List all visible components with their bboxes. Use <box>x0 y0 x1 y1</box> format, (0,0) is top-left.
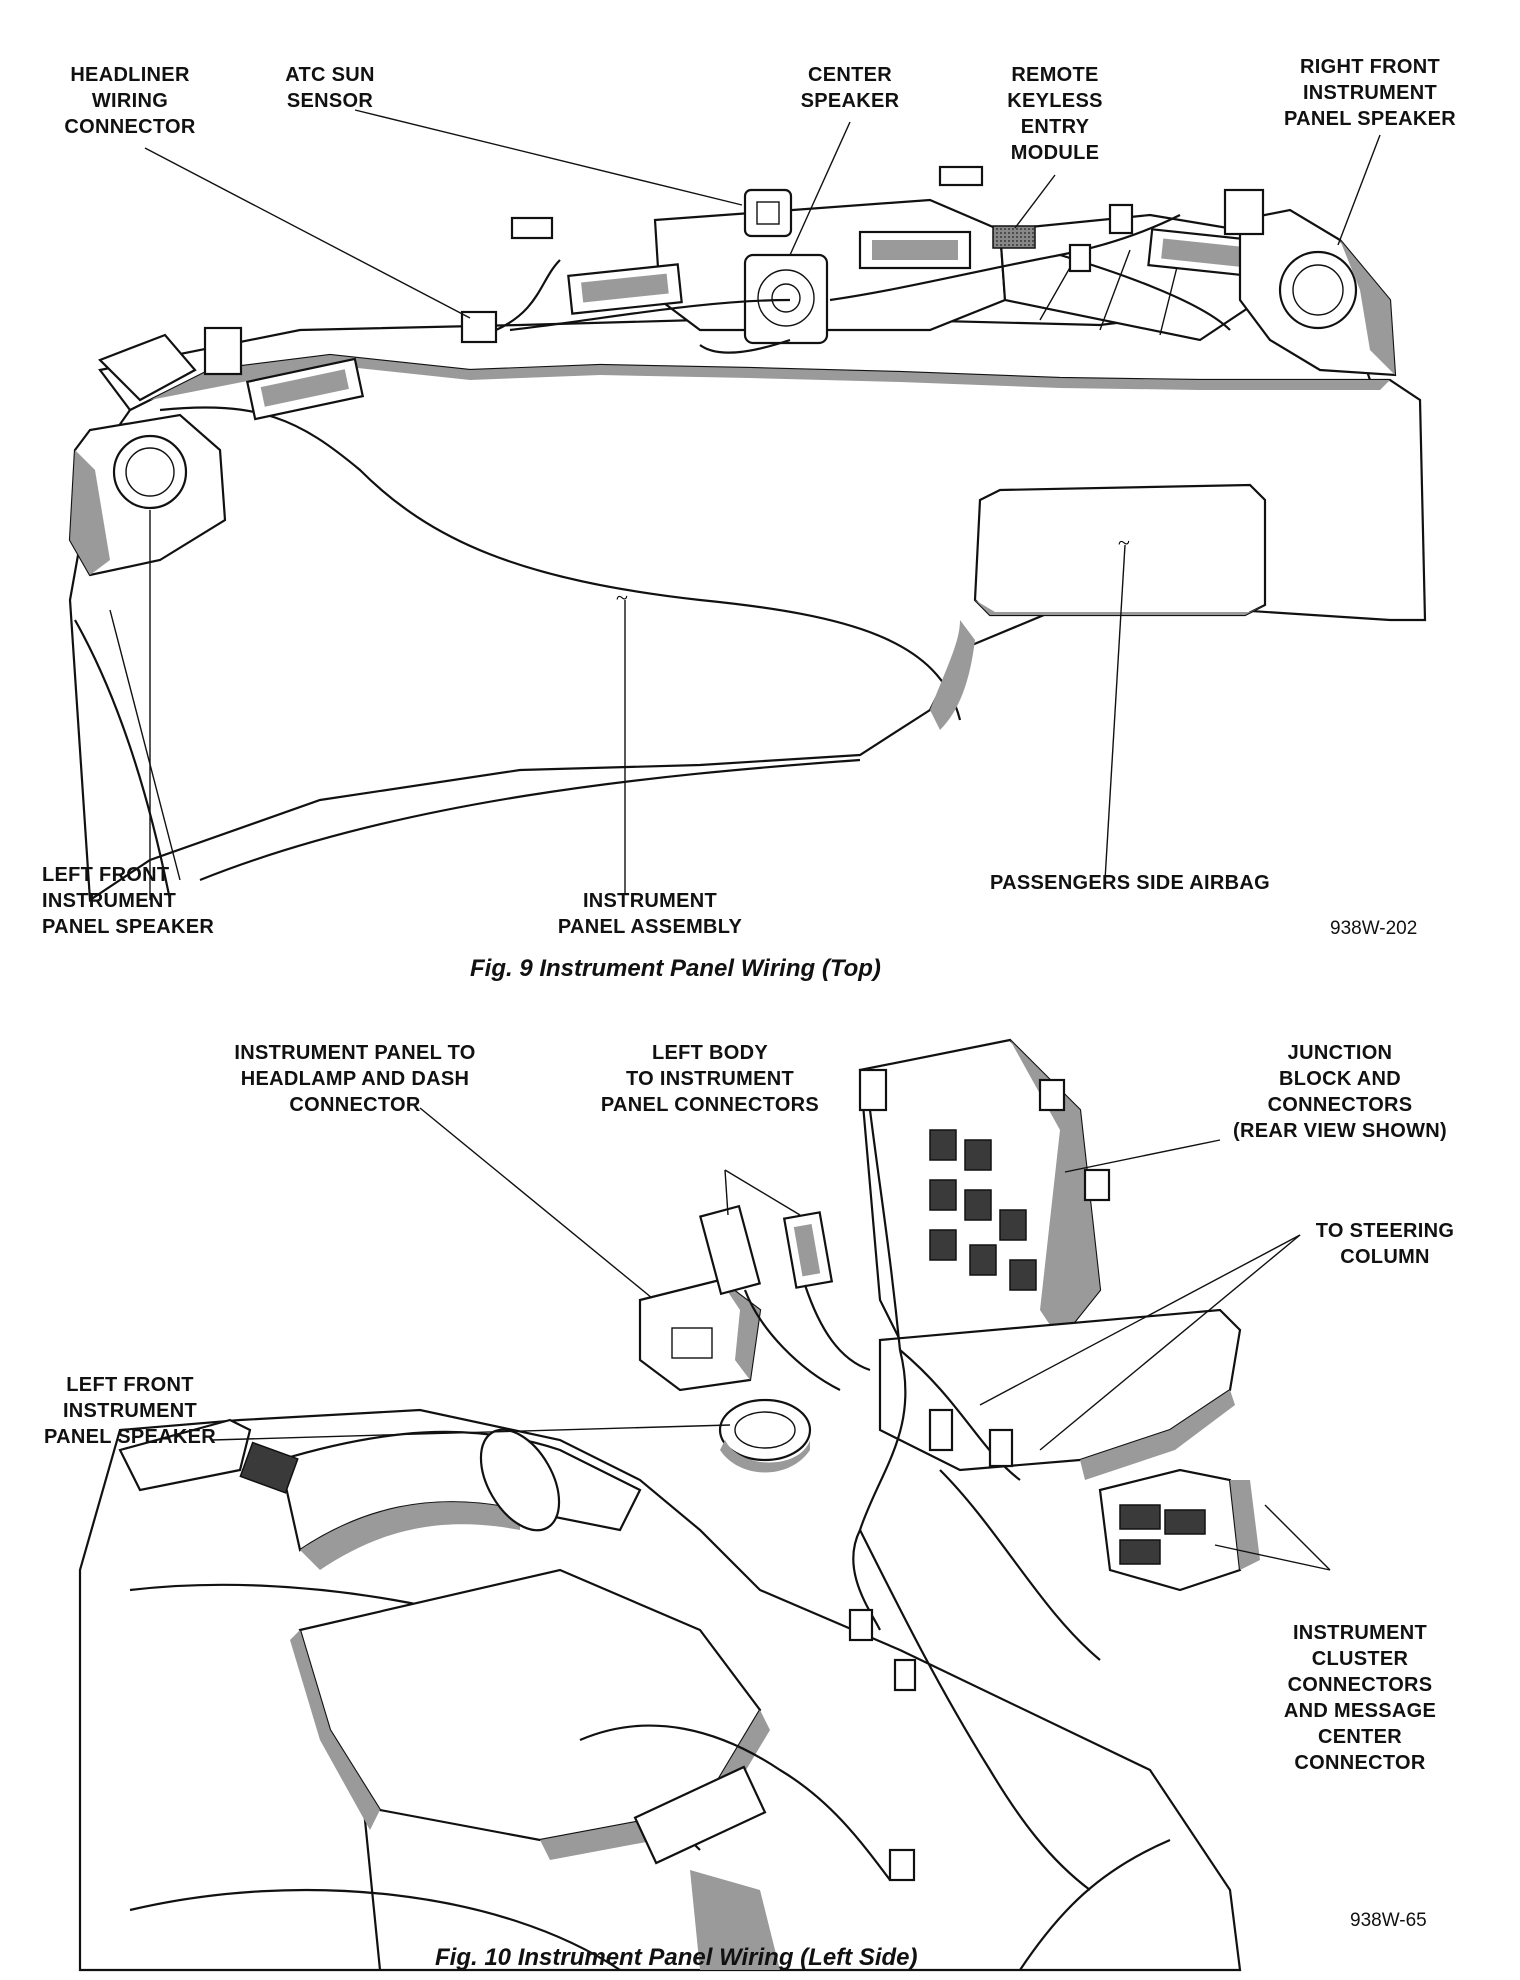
caption-fig-9: Fig. 9 Instrument Panel Wiring (Top) <box>470 955 881 982</box>
junction-block-fuse-cavities <box>929 1129 1037 1291</box>
left-front-speaker-icon-fig10 <box>718 1398 812 1462</box>
atc-sun-sensor-icon <box>743 188 793 238</box>
left-front-speaker-icon <box>112 434 188 510</box>
callout-instrument-panel-assembly: INSTRUMENT PANEL ASSEMBLY <box>557 890 743 938</box>
figure-code-938w-202: 938W-202 <box>1330 918 1418 939</box>
svg-text:~: ~ <box>1118 530 1130 555</box>
callout-ip-to-headlamp-dash-connector: INSTRUMENT PANEL TO HEADLAMP AND DASH CO… <box>234 1042 476 1116</box>
callout-center-speaker: CENTER SPEAKER <box>800 64 900 112</box>
callout-atc-sun-sensor: ATC SUN SENSOR <box>285 64 375 112</box>
callout-left-body-to-ip-connectors: LEFT BODY TO INSTRUMENT PANEL CONNECTORS <box>600 1042 820 1116</box>
callout-junction-block-and-connectors: JUNCTION BLOCK AND CONNECTORS (REAR VIEW… <box>1233 1042 1447 1142</box>
left-body-connector-a <box>698 1204 762 1296</box>
fig9-leader-lines <box>109 109 1381 900</box>
callout-passengers-side-airbag: PASSENGERS SIDE AIRBAG <box>990 872 1270 894</box>
callout-left-front-ip-speaker: LEFT FRONT INSTRUMENT PANEL SPEAKER <box>42 864 215 938</box>
callout-instrument-cluster-connectors: INSTRUMENT CLUSTER CONNECTORS AND MESSAG… <box>1283 1622 1437 1774</box>
callout-remote-keyless-entry-module: REMOTE KEYLESS ENTRY MODULE <box>1007 64 1103 164</box>
callout-headliner-wiring-connector: HEADLINER WIRING CONNECTOR <box>64 64 196 138</box>
fig10-leader-lines <box>211 1107 1331 1571</box>
callout-to-steering-column: TO STEERING COLUMN <box>1315 1220 1455 1268</box>
instrument-panel-top-illustration: ~ ~ <box>68 109 1427 902</box>
figure-code-938w-65: 938W-65 <box>1350 1910 1427 1931</box>
caption-fig-10: Fig. 10 Instrument Panel Wiring (Left Si… <box>435 1944 918 1971</box>
right-front-speaker-icon <box>1278 250 1358 330</box>
instrument-panel-left-side-illustration <box>78 1038 1331 1972</box>
callout-right-front-ip-speaker: RIGHT FRONT INSTRUMENT PANEL SPEAKER <box>1283 56 1457 130</box>
callout-left-front-ip-speaker-fig10: LEFT FRONT INSTRUMENT PANEL SPEAKER <box>43 1374 217 1448</box>
svg-text:~: ~ <box>616 585 628 610</box>
instrument-panel-body <box>68 353 1427 902</box>
keyless-entry-module-icon <box>992 225 1036 249</box>
